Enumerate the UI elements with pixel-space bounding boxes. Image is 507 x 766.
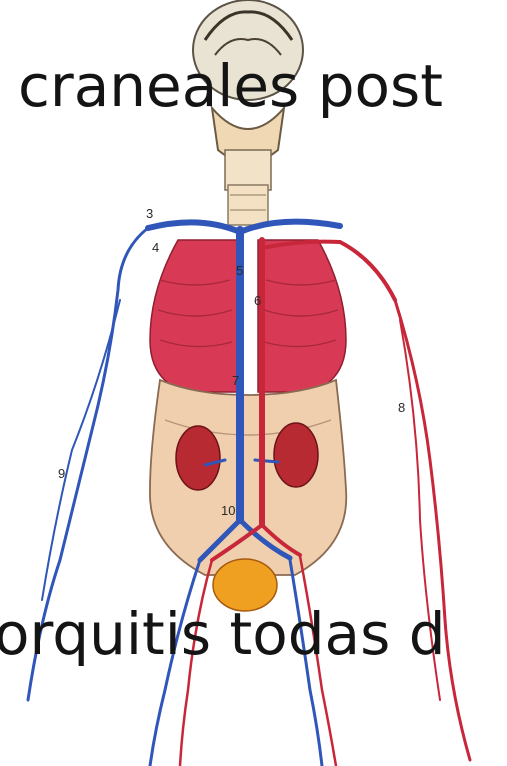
- neck: [228, 185, 268, 225]
- label-8: 8: [398, 400, 405, 415]
- label-6: 6: [254, 293, 261, 308]
- label-4: 4: [152, 240, 159, 255]
- label-7: 7: [232, 373, 239, 388]
- caption-bottom: orquitis todas d: [0, 600, 446, 668]
- caption-top: craneales post: [18, 52, 443, 120]
- abdomen: [150, 380, 346, 575]
- label-10: 10: [221, 503, 235, 518]
- label-5: 5: [236, 263, 243, 278]
- label-9: 9: [58, 466, 65, 481]
- lungs: [150, 240, 346, 392]
- label-3: 3: [146, 206, 153, 221]
